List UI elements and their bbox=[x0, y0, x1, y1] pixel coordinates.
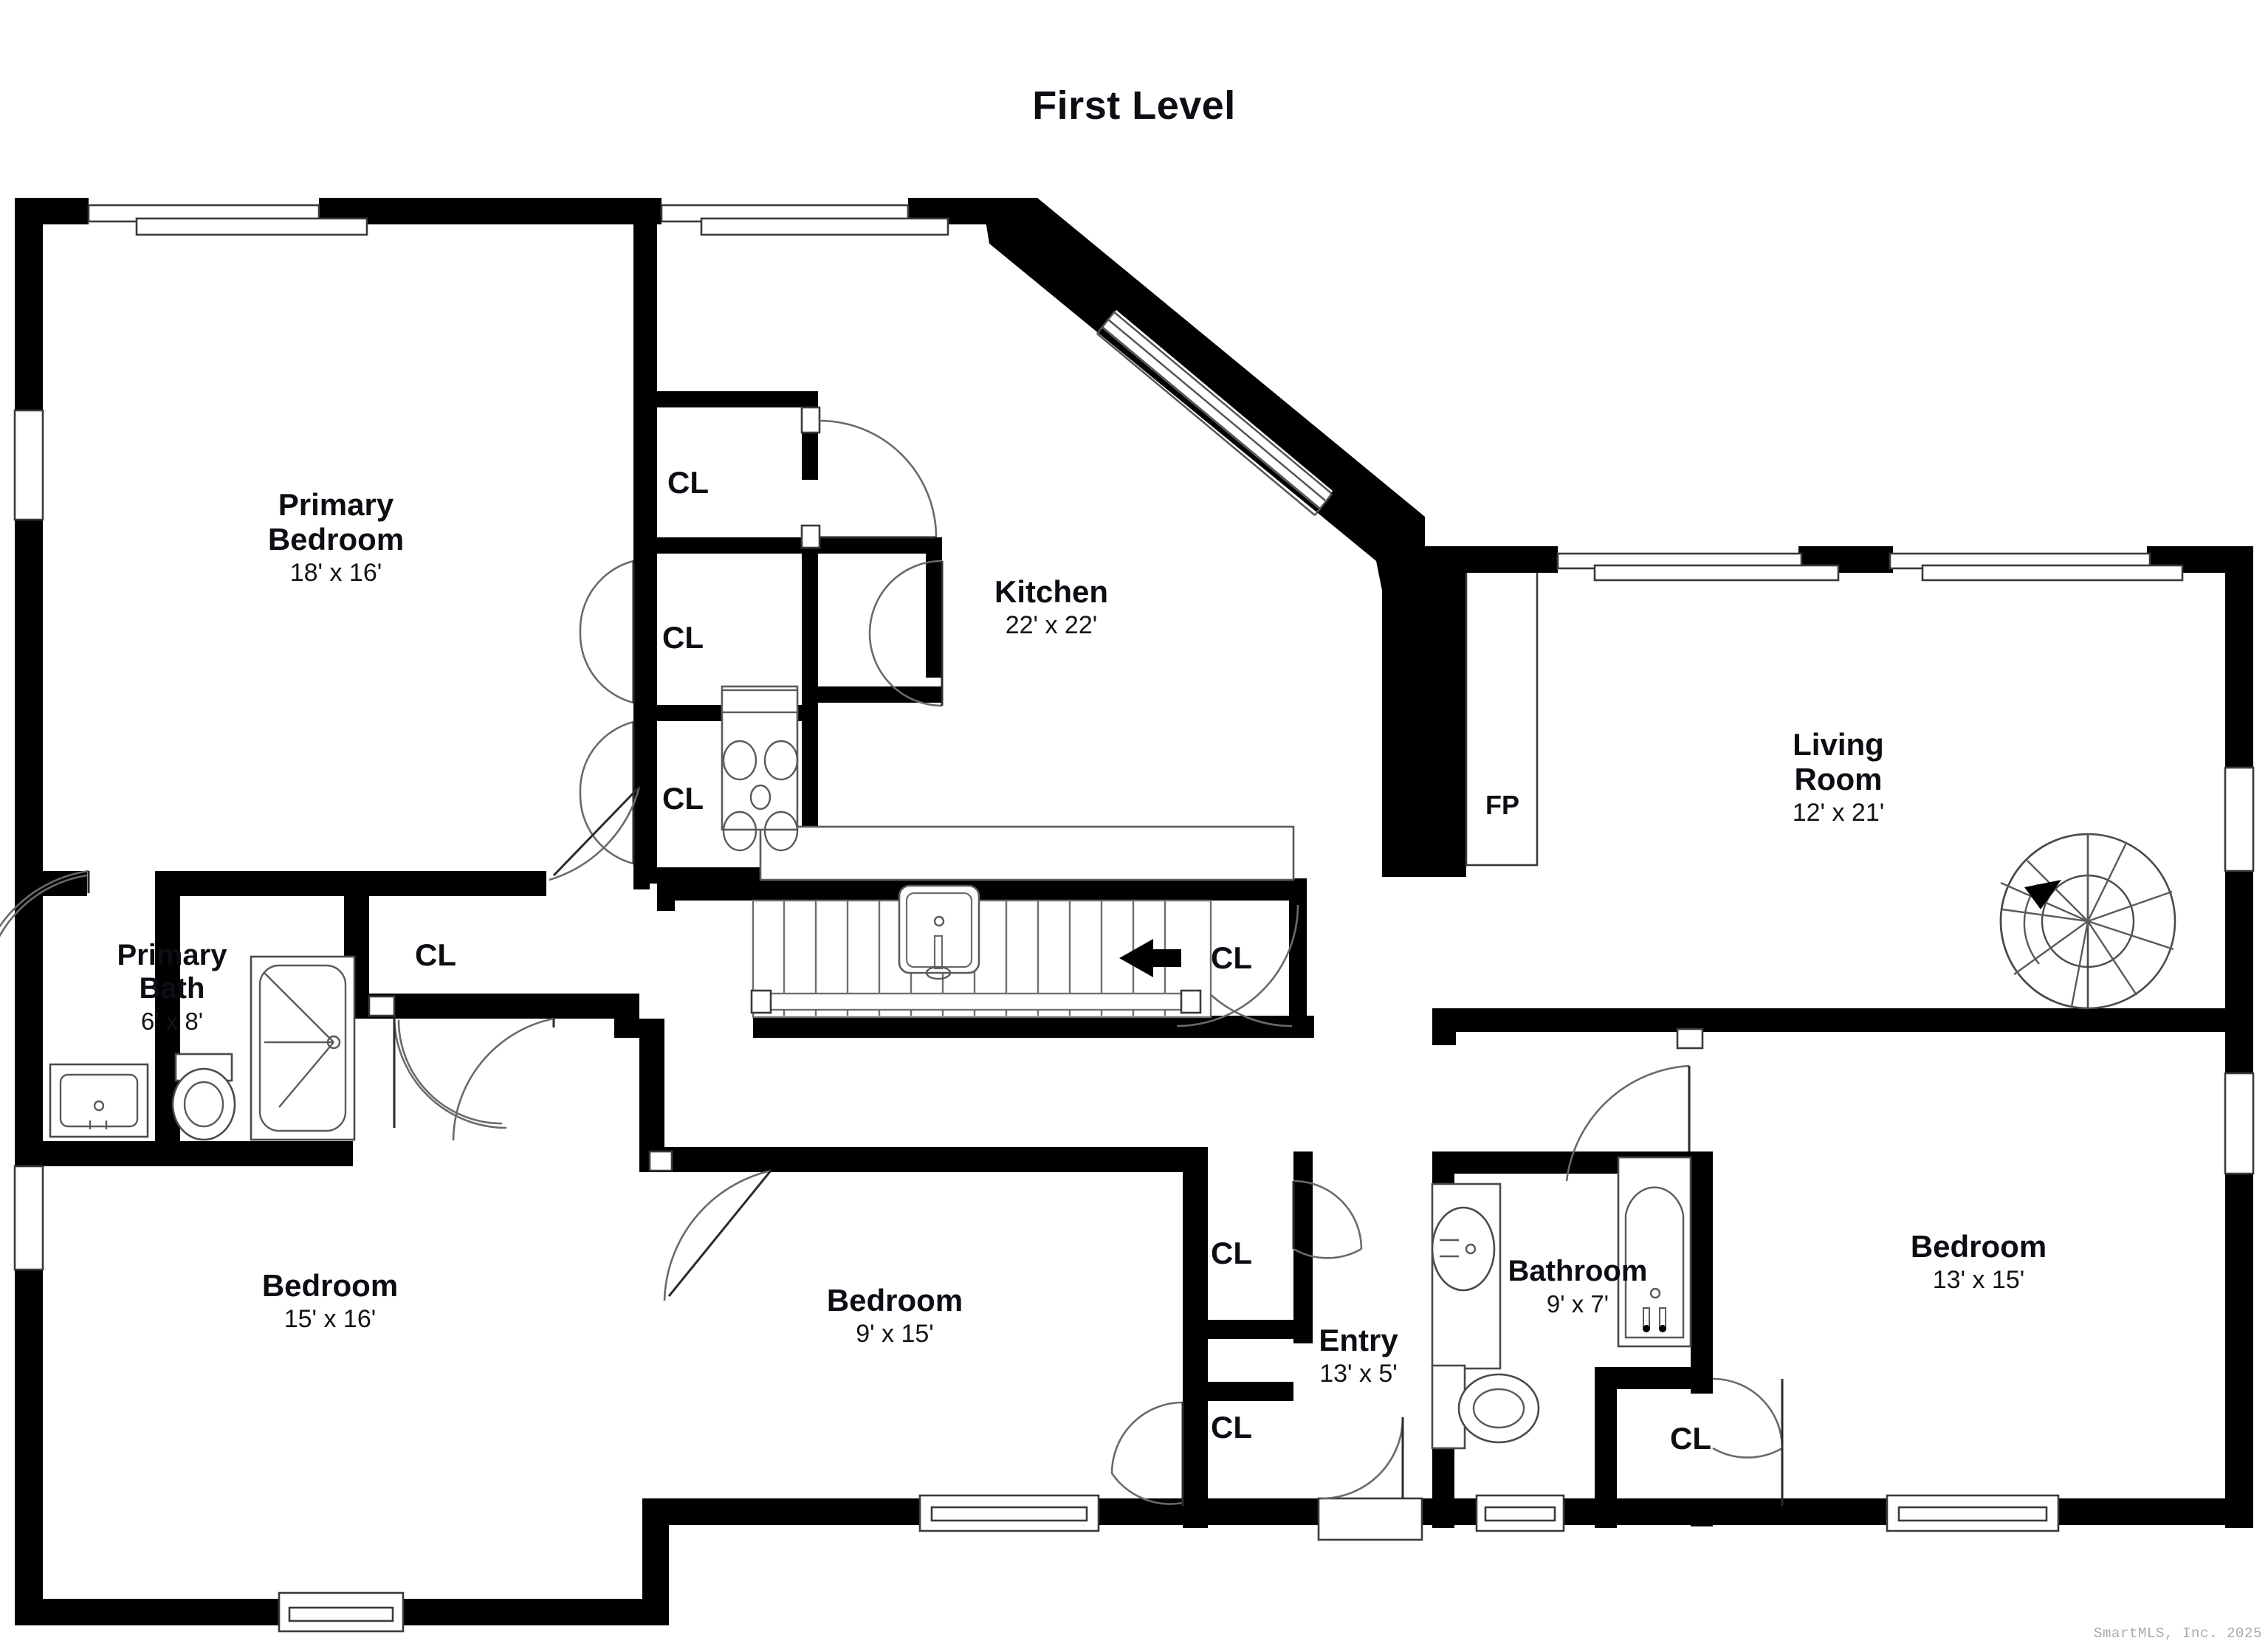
room-label-kitchen: Kitchen 22' x 22' bbox=[889, 574, 1214, 641]
entry-door[interactable] bbox=[1317, 1416, 1423, 1541]
primary-bath-fixtures bbox=[49, 955, 356, 1141]
room-name-line1: Bathroom bbox=[1508, 1255, 1648, 1287]
closet-label-5: CL bbox=[1211, 940, 1252, 975]
closet-label-8: CL bbox=[1670, 1421, 1711, 1456]
window-living-top-1 bbox=[1556, 552, 1840, 582]
room-name-line1: Living bbox=[1793, 727, 1884, 762]
room-label-bedroom-left: Bedroom 15' x 16' bbox=[168, 1268, 492, 1335]
room-dimensions: 9' x 7' bbox=[1546, 1290, 1609, 1318]
page-title: First Level bbox=[1032, 83, 1236, 128]
room-name-line1: Bedroom bbox=[1910, 1229, 2047, 1264]
room-label-entry: Entry 13' x 5' bbox=[1226, 1323, 1491, 1389]
oval-sink-icon bbox=[1431, 1206, 1496, 1292]
room-name-line1: Bedroom bbox=[261, 1268, 399, 1303]
room-label-bedroom-right: Bedroom 13' x 15' bbox=[1816, 1229, 2141, 1295]
room-dimensions: 13' x 15' bbox=[1932, 1266, 2025, 1295]
watermark-credit: SmartMLS, Inc. 2025 bbox=[2093, 1625, 2262, 1642]
room-dimensions: 18' x 16' bbox=[289, 559, 382, 588]
window-bottom-left bbox=[278, 1591, 405, 1633]
room-dimensions: 12' x 21' bbox=[1792, 799, 1885, 827]
closet-label-7: CL bbox=[1211, 1410, 1252, 1445]
closet-label-3: CL bbox=[662, 781, 704, 816]
closet-label-1: CL bbox=[667, 465, 709, 500]
window-top-right bbox=[660, 204, 949, 236]
wall-group-exterior bbox=[13, 198, 2255, 1633]
staircase-main[interactable] bbox=[750, 899, 1212, 1019]
room-dimensions: 22' x 22' bbox=[1005, 611, 1098, 640]
door-closet-8[interactable] bbox=[1712, 1377, 1784, 1506]
stair-direction-arrow bbox=[1119, 939, 1181, 977]
room-dimensions: 13' x 5' bbox=[1319, 1360, 1398, 1388]
door-closet-7[interactable] bbox=[1110, 1401, 1184, 1506]
room-dimensions: 15' x 16' bbox=[284, 1305, 377, 1334]
kitchen-counter-island bbox=[721, 685, 1295, 980]
room-name-line1: Entry bbox=[1319, 1323, 1398, 1357]
fireplace-label: FP bbox=[1485, 790, 1519, 820]
window-living-top-2 bbox=[1889, 552, 2184, 582]
door-group bbox=[0, 406, 1784, 1506]
room-label-bedroom-middle: Bedroom 9' x 15' bbox=[732, 1283, 1057, 1349]
room-name-line1: Primary bbox=[117, 939, 227, 971]
room-label-primary-bedroom: Primary Bedroom 18' x 16' bbox=[173, 487, 498, 588]
door-primary-bedroom[interactable] bbox=[549, 785, 641, 881]
toilet-icon-bathroom bbox=[1431, 1364, 1540, 1450]
window-bottom-right bbox=[1886, 1494, 2060, 1532]
door-bathroom[interactable] bbox=[1565, 1027, 1704, 1182]
room-dimensions: 6' x 8' bbox=[140, 1007, 204, 1035]
room-label-primary-bath: Primary Bath 6' x 8' bbox=[50, 939, 294, 1036]
room-label-living-room: Living Room 12' x 21' bbox=[1676, 727, 2001, 828]
room-name-line2: Bedroom bbox=[267, 522, 405, 557]
window-bottom-bath bbox=[1475, 1494, 1565, 1532]
bathtub-icon bbox=[1617, 1156, 1692, 1348]
room-label-bathroom: Bathroom 9' x 7' bbox=[1445, 1255, 1711, 1318]
door-bedroom-left[interactable] bbox=[452, 1017, 555, 1141]
door-hall-middle[interactable] bbox=[648, 1150, 673, 1172]
shower-stall-icon bbox=[250, 955, 356, 1141]
spiral-staircase[interactable] bbox=[1999, 833, 2176, 1010]
closet-label-6: CL bbox=[1211, 1236, 1252, 1270]
window-diagonal-kitchen bbox=[1096, 311, 1333, 516]
door-closet-2-left[interactable] bbox=[579, 560, 635, 704]
door-bedroom-middle[interactable] bbox=[663, 1169, 772, 1301]
door-closet-4[interactable] bbox=[368, 995, 507, 1129]
room-name-line1: Primary bbox=[278, 487, 394, 522]
window-top-left bbox=[87, 204, 368, 236]
window-bottom-middle bbox=[918, 1494, 1100, 1532]
range-burners-icon bbox=[722, 740, 799, 852]
room-name-line2: Room bbox=[1794, 762, 1883, 797]
room-name-line1: Bedroom bbox=[826, 1283, 963, 1318]
room-name-line2: Bath bbox=[139, 971, 205, 1005]
vanity-sink-icon bbox=[49, 1063, 149, 1138]
door-primary-bath[interactable] bbox=[0, 870, 90, 982]
door-closet-1[interactable] bbox=[800, 406, 938, 549]
closet-label-2: CL bbox=[662, 620, 704, 655]
door-closet-6[interactable] bbox=[1292, 1180, 1363, 1259]
closet-label-4: CL bbox=[415, 937, 456, 972]
room-name-line1: Kitchen bbox=[994, 574, 1108, 609]
door-closet-2[interactable] bbox=[868, 560, 944, 707]
toilet-icon-primary bbox=[171, 1053, 236, 1141]
kitchen-sink-icon bbox=[898, 884, 980, 980]
room-dimensions: 9' x 15' bbox=[856, 1320, 934, 1349]
bathroom-fixtures bbox=[1431, 1156, 1692, 1450]
